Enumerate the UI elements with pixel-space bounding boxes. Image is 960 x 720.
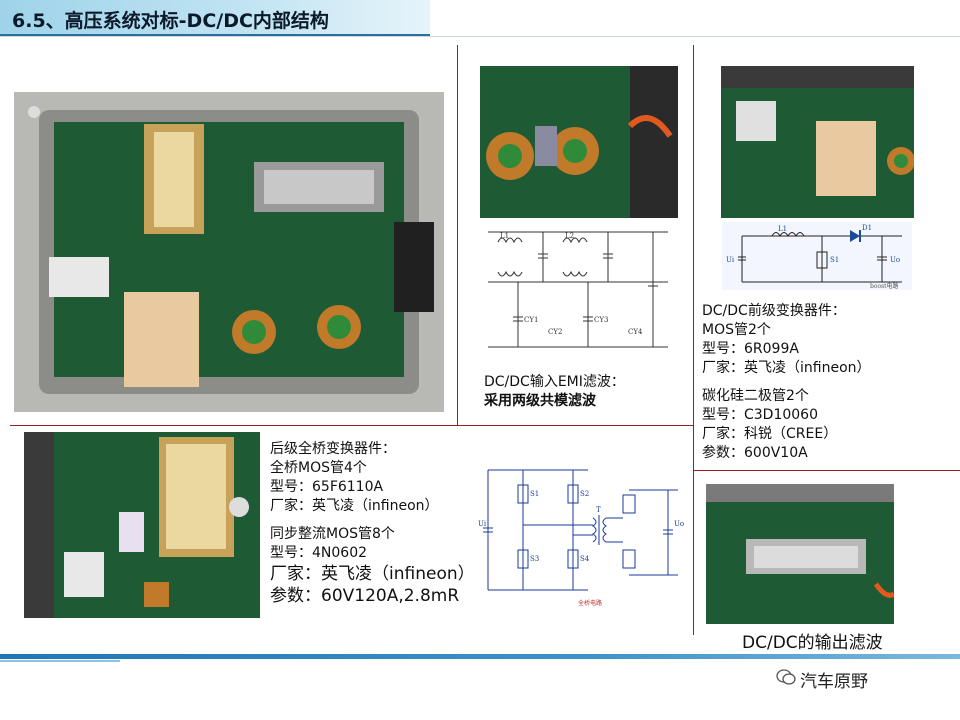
fb-label-t: T <box>596 506 601 514</box>
main-pcb-photo <box>14 92 444 412</box>
footer-accent <box>0 660 120 662</box>
boost-photo <box>721 66 914 218</box>
title-divider <box>0 36 960 37</box>
fb-label-uo: Uo <box>674 520 684 528</box>
emi-filter-image <box>480 66 678 218</box>
fb-label-s1: S1 <box>530 490 539 498</box>
emi-label-l1: L1 <box>500 232 509 240</box>
fb-line-4: 厂家：英飞凌（infineon） <box>270 498 439 514</box>
divider-horizontal-1 <box>10 425 694 426</box>
boost-line-4: 厂家：英飞凌（infineon） <box>702 360 871 376</box>
boost-line-8: 厂家：科锐（CREE） <box>702 426 838 442</box>
emi-label-l2: L2 <box>565 232 574 240</box>
footer-bar <box>0 654 960 659</box>
fb-line-7: 型号：4N0602 <box>270 545 368 561</box>
boost-schematic-drawing: L1 D1 S1 Ui Uo boost电路 <box>726 224 902 290</box>
wechat-account-name: 汽车原野 <box>800 672 868 692</box>
fb-line-6: 同步整流MOS管8个 <box>270 526 395 542</box>
emi-label-cy3: CY3 <box>594 316 608 324</box>
emi-label-cy1: CY1 <box>524 316 538 324</box>
emi-filter-photo <box>480 66 678 218</box>
fb-schematic-caption: 全桥电路 <box>578 599 602 607</box>
fullbridge-schematic: S1 S2 S3 S4 T Ui Uo 全桥电路 <box>478 460 688 610</box>
emi-label-cy4: CY4 <box>628 328 643 336</box>
boost-line-7: 型号：C3D10060 <box>702 407 818 423</box>
fb-line-8: 厂家：英飞凌（infineon） <box>270 564 475 584</box>
fb-label-s2: S2 <box>580 490 589 498</box>
title-bar: 6.5、高压系统对标-DC/DC内部结构 <box>0 0 430 36</box>
output-filter-photo <box>706 484 894 624</box>
boost-label-d1: D1 <box>862 224 872 232</box>
output-caption: DC/DC的输出滤波 <box>742 633 883 653</box>
boost-schematic-caption: boost电路 <box>870 282 899 290</box>
boost-line-3: 型号：6R099A <box>702 341 799 357</box>
boost-line-6: 碳化硅二极管2个 <box>702 388 809 404</box>
emi-schematic-drawing: L1 L2 CY1 CY2 CY3 CY4 <box>488 231 668 348</box>
divider-vertical-2 <box>693 45 694 635</box>
boost-schematic: L1 D1 S1 Ui Uo boost电路 <box>722 222 912 290</box>
boost-description: DC/DC前级变换器件： MOS管2个 型号：6R099A 厂家：英飞凌（inf… <box>702 302 871 463</box>
emi-caption-line1: DC/DC输入EMI滤波： <box>484 374 625 390</box>
output-filter-image <box>706 484 894 624</box>
boost-line-1: DC/DC前级变换器件： <box>702 303 846 319</box>
fb-label-s4: S4 <box>580 555 590 563</box>
emi-label-cy2: CY2 <box>548 328 562 336</box>
fb-label-s3: S3 <box>530 555 539 563</box>
emi-caption-line2: 采用两级共模滤波 <box>484 393 596 409</box>
emi-schematic: L1 L2 CY1 CY2 CY3 CY4 <box>478 222 678 362</box>
divider-vertical-1 <box>457 45 458 425</box>
boost-label-uo: Uo <box>890 256 900 264</box>
boost-line-9: 参数：600V10A <box>702 445 808 461</box>
fullbridge-photo <box>24 432 260 618</box>
boost-line-2: MOS管2个 <box>702 322 771 338</box>
fullbridge-image <box>24 432 260 618</box>
boost-line-spacer <box>702 378 871 387</box>
boost-label-s1: S1 <box>830 256 839 264</box>
boost-label-ui: Ui <box>726 256 735 264</box>
fb-line-9: 参数：60V120A,2.8mR <box>270 586 460 606</box>
wechat-icon <box>776 668 796 686</box>
fb-line-1: 后级全桥变换器件： <box>270 441 396 457</box>
fullbridge-schematic-drawing: S1 S2 S3 S4 T Ui Uo 全桥电路 <box>478 469 684 607</box>
divider-horizontal-2 <box>693 470 960 471</box>
main-pcb-image <box>14 92 444 412</box>
fb-line-spacer <box>270 516 475 525</box>
fb-label-ui: Ui <box>478 520 487 528</box>
fb-line-3: 型号：65F6110A <box>270 479 384 495</box>
boost-image <box>721 66 914 218</box>
fb-line-2: 全桥MOS管4个 <box>270 460 367 476</box>
page-title: 6.5、高压系统对标-DC/DC内部结构 <box>12 10 329 32</box>
boost-label-l1: L1 <box>778 225 787 233</box>
fullbridge-description: 后级全桥变换器件： 全桥MOS管4个 型号：65F6110A 厂家：英飞凌（in… <box>270 440 475 607</box>
